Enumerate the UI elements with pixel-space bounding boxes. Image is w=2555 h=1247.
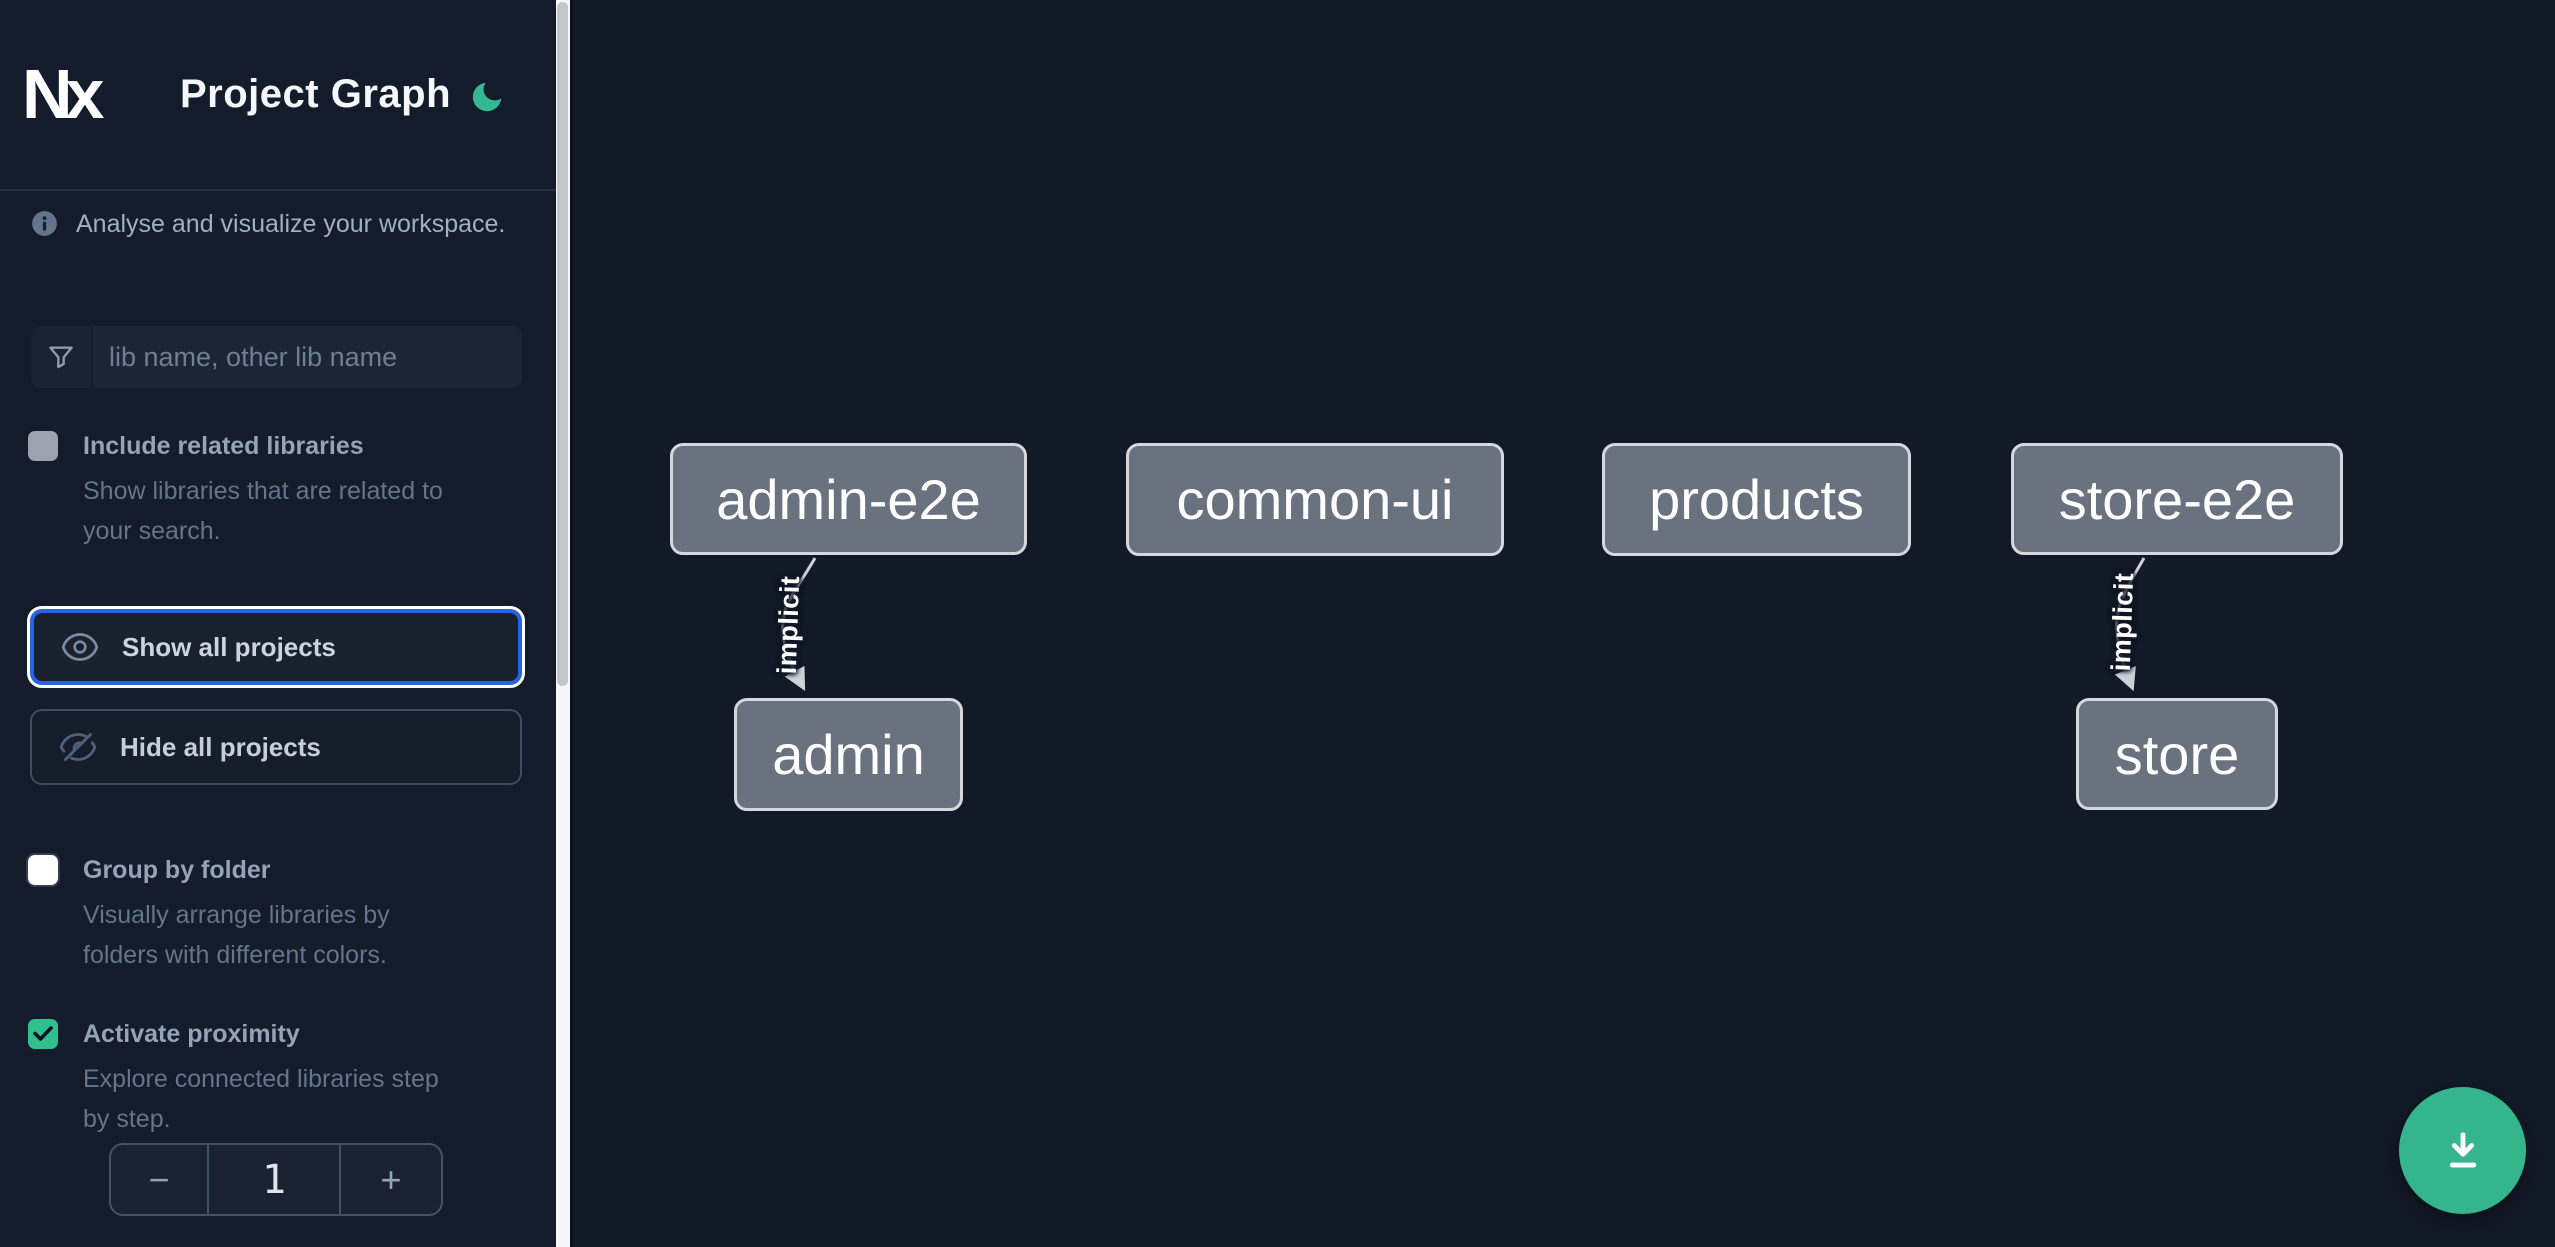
- eye-icon: [60, 627, 100, 667]
- checkmark-icon: [33, 1026, 53, 1041]
- activate-proximity-label: Activate proximity: [83, 1020, 300, 1048]
- funnel-icon: [31, 326, 93, 388]
- page-title: Project Graph: [180, 72, 452, 116]
- include-related-label: Include related libraries: [83, 432, 364, 460]
- sidebar-scrollbar-track: [556, 0, 570, 1247]
- activate-proximity-checkbox[interactable]: [28, 1019, 58, 1049]
- proximity-decrement-button[interactable]: −: [111, 1145, 207, 1214]
- workspace-intro-text: Analyse and visualize your workspace.: [76, 210, 506, 238]
- proximity-increment-button[interactable]: +: [341, 1145, 441, 1214]
- edge-label-implicit-store: implicit: [2105, 572, 2140, 672]
- svg-text:Nx: Nx: [25, 58, 105, 124]
- filter-input[interactable]: [93, 326, 522, 388]
- eye-slash-icon: [58, 727, 98, 767]
- show-all-projects-button[interactable]: Show all projects: [27, 606, 525, 688]
- graph-edges: [781, 557, 2146, 692]
- include-related-checkbox[interactable]: [28, 431, 58, 461]
- option-activate-proximity: Activate proximity Explore connected lib…: [28, 1018, 528, 1139]
- include-related-description: Show libraries that are related to your …: [83, 477, 443, 545]
- proximity-value[interactable]: 1: [207, 1145, 341, 1214]
- show-all-projects-label: Show all projects: [122, 631, 336, 662]
- activate-proximity-description: Explore connected libraries step by step…: [83, 1065, 439, 1133]
- graph-node-products[interactable]: products: [1602, 443, 1911, 556]
- proximity-stepper: − 1 +: [109, 1143, 443, 1216]
- graph-node-store-e2e[interactable]: store-e2e: [2011, 443, 2343, 555]
- info-icon: [32, 211, 57, 236]
- graph-node-admin-e2e[interactable]: admin-e2e: [670, 443, 1027, 555]
- nx-logo: Nx: [25, 58, 112, 124]
- filter-box: [31, 326, 522, 388]
- group-by-folder-description: Visually arrange libraries by folders wi…: [83, 901, 390, 969]
- group-by-folder-checkbox[interactable]: [28, 855, 58, 885]
- sidebar: Nx Project Graph Analyse and visualize y…: [0, 0, 556, 1247]
- graph-node-store[interactable]: store: [2076, 698, 2278, 810]
- graph-node-admin[interactable]: admin: [734, 698, 963, 811]
- hide-all-projects-button[interactable]: Hide all projects: [30, 709, 522, 785]
- hide-all-projects-label: Hide all projects: [120, 731, 321, 762]
- option-include-related-libraries: Include related libraries Show libraries…: [28, 430, 528, 551]
- edge-label-implicit-admin: implicit: [771, 575, 806, 675]
- graph-canvas[interactable]: admin-e2e common-ui products store-e2e a…: [570, 0, 2555, 1247]
- sidebar-scrollbar-thumb[interactable]: [557, 2, 568, 686]
- moon-icon: [472, 82, 502, 111]
- option-group-by-folder: Group by folder Visually arrange librari…: [28, 854, 528, 975]
- download-icon: [2449, 1131, 2476, 1168]
- group-by-folder-label: Group by folder: [83, 856, 271, 884]
- download-graph-button[interactable]: [2399, 1087, 2526, 1214]
- header-divider: [0, 189, 556, 191]
- graph-node-common-ui[interactable]: common-ui: [1126, 443, 1504, 556]
- theme-toggle-button[interactable]: [466, 77, 508, 119]
